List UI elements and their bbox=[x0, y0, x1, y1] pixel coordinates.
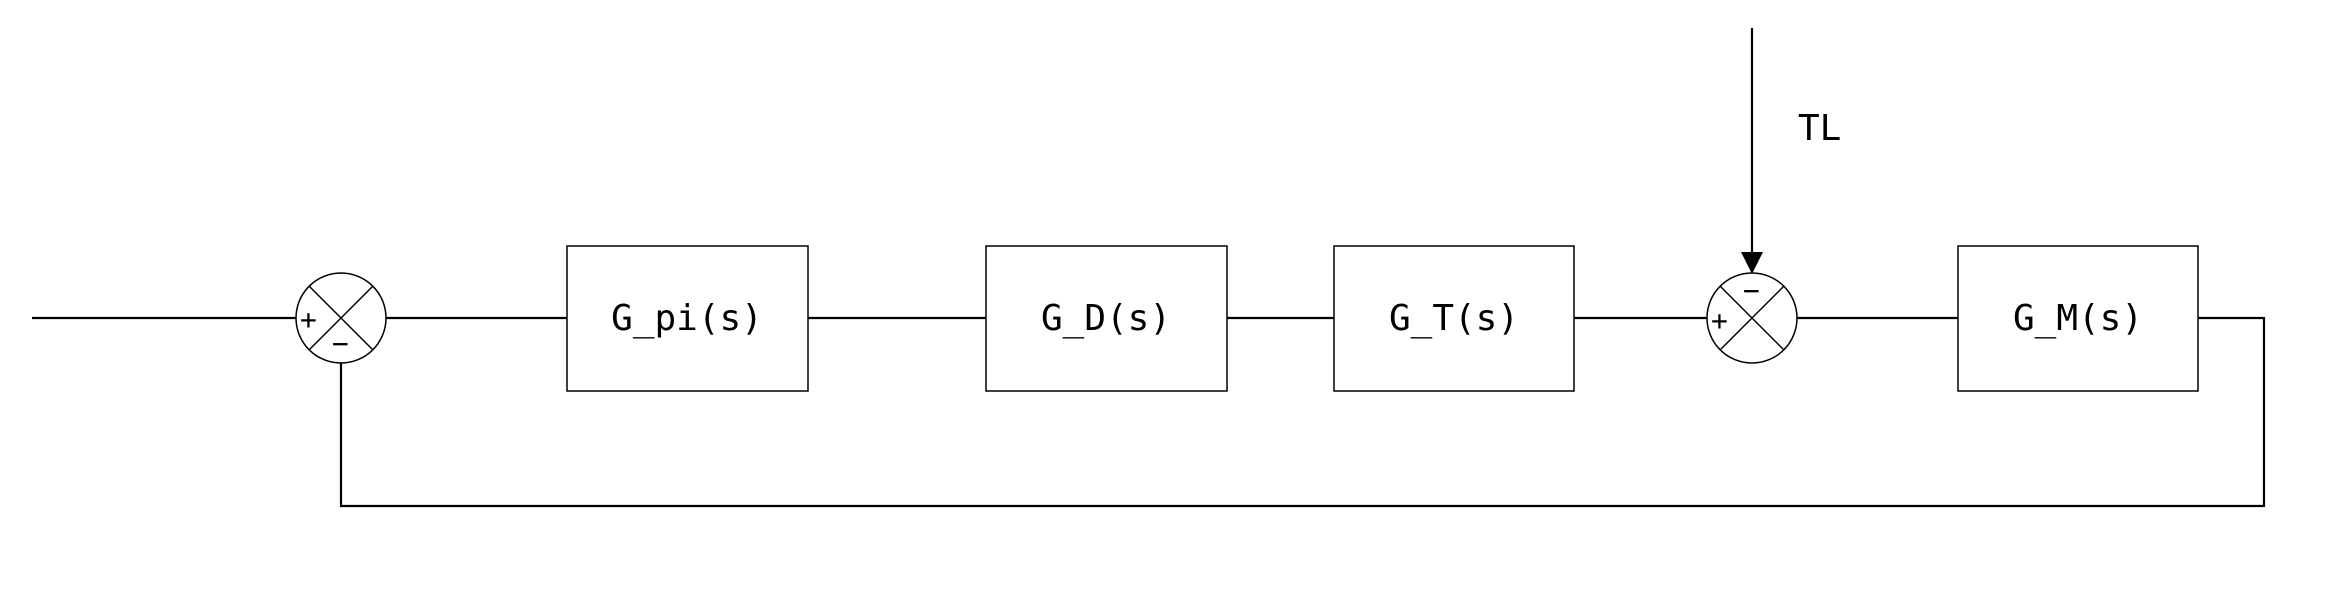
block-g-m: G_M(s) bbox=[1957, 245, 2199, 392]
block-g-m-label: G_M(s) bbox=[2013, 298, 2143, 339]
junction-1-minus-sign: − bbox=[332, 327, 349, 360]
junction-2-minus-sign: − bbox=[1743, 274, 1760, 307]
block-g-pi: G_pi(s) bbox=[566, 245, 809, 392]
block-g-d-label: G_D(s) bbox=[1041, 298, 1171, 339]
block-g-t-label: G_T(s) bbox=[1389, 298, 1519, 339]
junction-1-plus-sign: + bbox=[300, 303, 317, 336]
disturbance-label: TL bbox=[1798, 108, 1841, 149]
disturbance-arrowhead bbox=[1741, 252, 1763, 274]
summing-junction-2: − + bbox=[1706, 272, 1798, 364]
block-g-t: G_T(s) bbox=[1333, 245, 1575, 392]
junction-2-plus-sign: + bbox=[1711, 304, 1728, 337]
feedback-wire bbox=[339, 316, 2266, 508]
summing-junction-1: + − bbox=[295, 272, 387, 364]
block-g-pi-label: G_pi(s) bbox=[611, 298, 763, 339]
block-g-d: G_D(s) bbox=[985, 245, 1228, 392]
